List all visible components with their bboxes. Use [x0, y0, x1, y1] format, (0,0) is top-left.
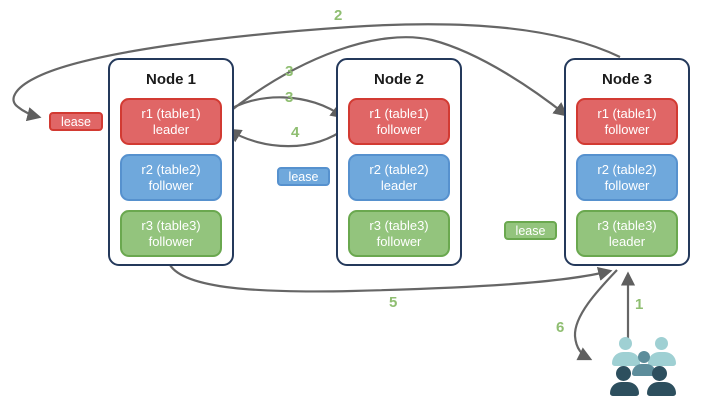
arrow-step2-node3-to-lease	[12, 23, 621, 122]
replica-name: r1 (table1)	[369, 105, 429, 121]
replica-name: r2 (table2)	[369, 161, 429, 177]
replica-role: follower	[604, 177, 650, 193]
arrow-step5-node1-to-node3	[169, 264, 613, 293]
lease-badge-red: lease	[49, 112, 103, 131]
node-2-replica-r2: r2 (table2) leader	[348, 154, 450, 201]
step-label-4: 4	[291, 124, 300, 141]
step-label-2: 2	[334, 7, 343, 24]
step-label-5: 5	[389, 294, 398, 311]
replica-name: r3 (table3)	[141, 217, 201, 233]
replica-name: r2 (table2)	[141, 161, 201, 177]
node-1-replica-r2: r2 (table2) follower	[120, 154, 222, 201]
step-label-1: 1	[635, 296, 644, 313]
step-label-3-upper: 3	[285, 63, 294, 80]
arrow-step4-node2-to-node1	[226, 126, 348, 148]
replica-role: follower	[376, 233, 422, 249]
node-3-title: Node 3	[601, 71, 652, 88]
node-1: Node 1 r1 (table1) leader r2 (table2) fo…	[108, 58, 234, 266]
lease-badge-blue: lease	[277, 167, 330, 186]
node-1-title: Node 1	[145, 71, 196, 88]
node-3-replica-r3: r3 (table3) leader	[576, 210, 678, 257]
replica-role: leader	[380, 177, 418, 193]
replica-role: follower	[604, 121, 650, 137]
node-2-replica-r3: r3 (table3) follower	[348, 210, 450, 257]
users-icon	[610, 334, 678, 396]
node-2: Node 2 r1 (table1) follower r2 (table2) …	[336, 58, 462, 266]
node-1-replica-r1: r1 (table1) leader	[120, 98, 222, 145]
replica-role: follower	[148, 177, 194, 193]
step-label-3-lower: 3	[285, 89, 294, 106]
node-2-title: Node 2	[373, 71, 424, 88]
replica-name: r1 (table1)	[141, 105, 201, 121]
node-2-replica-r1: r1 (table1) follower	[348, 98, 450, 145]
replica-role: follower	[376, 121, 422, 137]
replica-name: r3 (table3)	[597, 217, 657, 233]
node-3-replica-r1: r1 (table1) follower	[576, 98, 678, 145]
replica-role: leader	[152, 121, 190, 137]
replica-name: r1 (table1)	[597, 105, 657, 121]
node-3-replica-r2: r2 (table2) follower	[576, 154, 678, 201]
node-3: Node 3 r1 (table1) follower r2 (table2) …	[564, 58, 690, 266]
replica-role: follower	[148, 233, 194, 249]
step-label-6: 6	[556, 319, 565, 336]
replica-name: r3 (table3)	[369, 217, 429, 233]
node-1-replica-r3: r3 (table3) follower	[120, 210, 222, 257]
arrow-step3-node1-to-node2	[223, 96, 346, 119]
lease-badge-green: lease	[504, 221, 557, 240]
replica-role: leader	[608, 233, 646, 249]
replica-name: r2 (table2)	[597, 161, 657, 177]
